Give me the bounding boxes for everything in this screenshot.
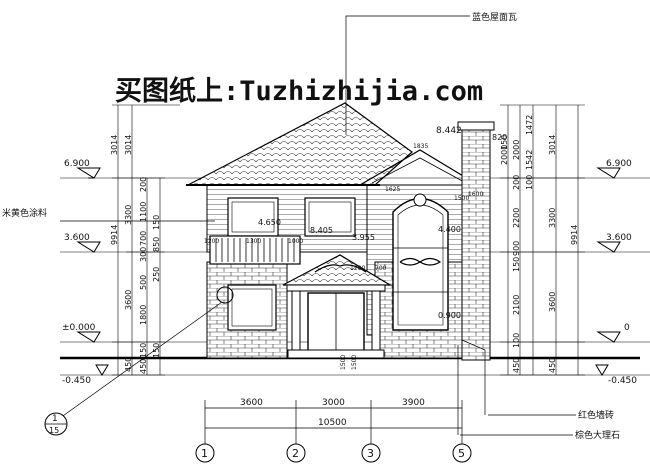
dim-left-small-3: 150 xyxy=(152,343,161,358)
elevation-labels: 8.442 4.650 8.405 3.955 4.400 0.900 1625… xyxy=(204,126,483,370)
dim-right-inner-7: 450 xyxy=(512,358,521,373)
dim-left-outer-total: 9914 xyxy=(110,225,119,245)
dim-right-mid-2: 3600 xyxy=(548,292,557,312)
annotation-leaders xyxy=(60,15,486,435)
dim-left-outer-top: 3014 xyxy=(110,135,119,155)
level-markers-right: 6.900 3.600 0 -0.450 xyxy=(595,159,637,386)
axis-3: 3 xyxy=(367,447,374,460)
building xyxy=(186,102,495,361)
upper-window-mid xyxy=(304,197,356,237)
plan-bay-1: 3600 xyxy=(240,398,263,408)
annotation-paint: 米黄色涂料 xyxy=(2,207,47,219)
detail-number: 1 xyxy=(52,414,58,424)
label-1200-b: 1200 xyxy=(350,265,365,272)
dim-left-inner-0: 200 xyxy=(139,177,148,192)
plan-total: 10500 xyxy=(318,418,347,428)
level-left-0000: ±0.000 xyxy=(62,323,96,333)
label-1500-b: 1500 xyxy=(340,355,347,370)
dim-right-inner-8: 1542 xyxy=(525,150,534,170)
dim-right-outer-0: 3014 xyxy=(548,135,557,155)
dim-left-mid-0: 3014 xyxy=(124,135,133,155)
label-1600: 1600 xyxy=(468,191,483,198)
dim-right-inner-6: 100 xyxy=(512,333,521,348)
dim-left-small-2: 250 xyxy=(152,267,161,282)
plan-bay-3: 3900 xyxy=(402,398,425,408)
dim-right-mid-0: 1472 xyxy=(525,115,534,135)
label-8442: 8.442 xyxy=(436,126,462,136)
gable-roof xyxy=(359,149,479,186)
chimney xyxy=(461,127,491,361)
label-700: 700 xyxy=(375,265,387,272)
label-0900: 0.900 xyxy=(438,311,461,320)
upper-window-left xyxy=(227,197,279,237)
level-markers-left: 6.900 3.600 ±0.000 -0.450 xyxy=(62,159,109,386)
label-8405: 8.405 xyxy=(310,226,333,235)
label-1300: 1300 xyxy=(246,238,261,245)
dim-left-small-1: 850 xyxy=(152,237,161,252)
plan-dimension-lines xyxy=(204,400,463,445)
axis-2: 2 xyxy=(292,447,299,460)
annotation-brick: 红色墙砖 xyxy=(578,409,614,421)
label-1000: 1000 xyxy=(288,238,303,245)
lower-window-left xyxy=(227,284,277,331)
dim-right-inner-3: 900 xyxy=(512,241,521,256)
dim-left-mid-3: 450 xyxy=(124,357,133,372)
annotation-marble: 棕色大理石 xyxy=(575,429,620,441)
dim-right-top-1: 820 xyxy=(492,133,507,142)
dim-right-inner-2: 2200 xyxy=(512,208,521,228)
dim-right-inner-5: 2100 xyxy=(512,295,521,315)
dim-right-inner-1: 200 xyxy=(512,175,521,190)
label-1500-c: 1500 xyxy=(351,355,358,370)
dim-left-inner-3: 300 xyxy=(139,247,148,262)
dim-right-inner-9: 100 xyxy=(525,175,534,190)
dim-left-inner-5: 1800 xyxy=(139,305,148,325)
detail-sheet: 15 xyxy=(49,426,59,435)
level-left-3600: 3.600 xyxy=(64,233,90,243)
label-1200-a: 1200 xyxy=(204,238,219,245)
detail-marker: 1 15 xyxy=(44,286,234,436)
dim-right-inner-0: 2000 xyxy=(512,140,521,160)
dim-left-small-0: 150 xyxy=(152,215,161,230)
dim-right-inner-4: 150 xyxy=(512,257,521,272)
porch-column-left xyxy=(291,290,301,354)
dim-right-mid-1: 3300 xyxy=(548,208,557,228)
level-right-3600: 3.600 xyxy=(606,233,632,243)
left-dimension-lines xyxy=(112,104,180,376)
label-1500-a: 1500 xyxy=(454,195,469,202)
dim-right-top-0: 150 xyxy=(500,135,509,150)
watermark-text: 买图纸上:Tuzhizhijia.com xyxy=(115,75,483,107)
right-dimension-lines xyxy=(500,104,585,376)
main-roof xyxy=(187,102,413,186)
left-dimension-text: 3014 9914 3014 3300 3600 450 200 1100 70… xyxy=(110,135,161,374)
annotation-roof-tile: 蓝色屋面瓦 xyxy=(472,11,517,23)
dim-right-mid-3: 450 xyxy=(548,358,557,373)
label-1835: 1835 xyxy=(413,143,428,150)
dim-left-inner-6: 150 xyxy=(139,343,148,358)
level-left-minus0450: -0.450 xyxy=(62,376,91,386)
level-left-6900: 6.900 xyxy=(64,159,90,169)
label-4400: 4.400 xyxy=(438,225,461,234)
dim-left-mid-2: 3600 xyxy=(124,290,133,310)
level-right-6900: 6.900 xyxy=(606,159,632,169)
right-dimension-text: 150 820 2000 2000 200 2200 900 150 2100 … xyxy=(492,115,579,373)
label-1625: 1625 xyxy=(385,186,400,193)
level-right-minus0450: -0.450 xyxy=(608,376,637,386)
dim-left-inner-1: 1100 xyxy=(139,202,148,222)
label-4650: 4.650 xyxy=(258,218,281,227)
balcony xyxy=(209,235,301,265)
dim-right-outer-1: 9914 xyxy=(570,225,579,245)
dim-left-inner-4: 500 xyxy=(139,275,148,290)
label-3955: 3.955 xyxy=(352,233,375,242)
dim-left-inner-7: 450 xyxy=(139,359,148,374)
axis-5: 5 xyxy=(458,447,465,460)
level-right-0: 0 xyxy=(624,323,630,333)
porch-column-right xyxy=(371,290,381,354)
axis-bubbles: 1 2 3 5 xyxy=(195,443,472,463)
plan-bay-2: 3000 xyxy=(322,398,345,408)
dim-right-top-2: 2000 xyxy=(500,145,509,165)
dim-left-inner-2: 700 xyxy=(139,231,148,246)
axis-1: 1 xyxy=(201,447,208,460)
dim-left-mid-1: 3300 xyxy=(124,205,133,225)
